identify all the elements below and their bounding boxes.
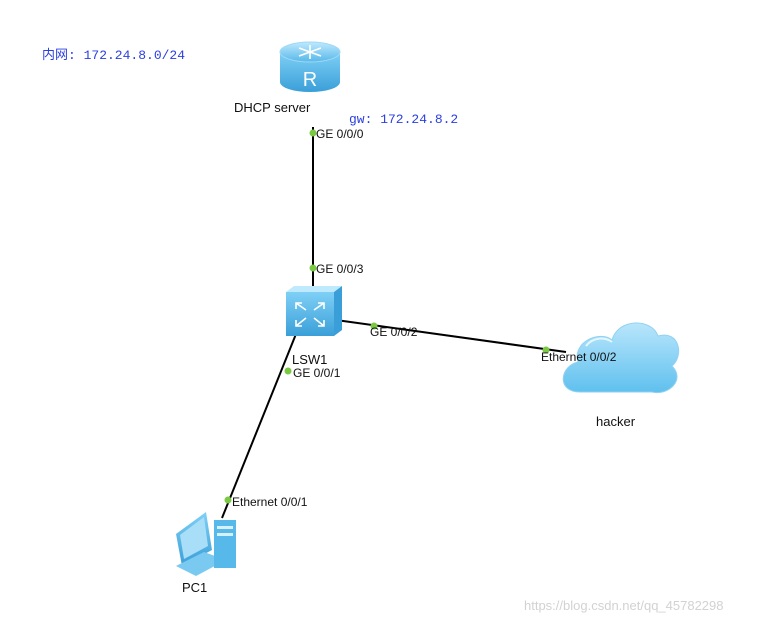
cloud-label: hacker bbox=[596, 414, 636, 429]
port-label-switch-ge003: GE 0/0/3 bbox=[316, 262, 364, 276]
router-label: DHCP server bbox=[234, 100, 311, 115]
cloud-icon[interactable] bbox=[562, 322, 680, 394]
port-dot-pc-eth001 bbox=[224, 496, 232, 504]
link-switch-pc[interactable] bbox=[221, 333, 297, 519]
port-label-switch-ge001: GE 0/0/1 bbox=[293, 366, 341, 380]
port-dot-switch-ge001 bbox=[284, 367, 292, 375]
port-label-pc-eth001: Ethernet 0/0/1 bbox=[232, 495, 308, 509]
port-label-router-ge000: GE 0/0/0 bbox=[316, 127, 364, 141]
router-icon[interactable]: R bbox=[279, 41, 341, 92]
port-dot-switch-ge003 bbox=[309, 264, 317, 272]
router-badge: R bbox=[303, 69, 317, 91]
port-dot-router-ge000 bbox=[309, 129, 317, 137]
pc-icon[interactable] bbox=[176, 512, 236, 576]
watermark: https://blog.csdn.net/qq_45782298 bbox=[524, 598, 724, 613]
port-dot-cloud-eth002 bbox=[542, 346, 550, 354]
switch-icon[interactable] bbox=[286, 286, 342, 336]
subnet-annotation: 内网: 172.24.8.0/24 bbox=[42, 48, 186, 63]
port-dot-switch-ge002 bbox=[370, 322, 378, 330]
port-label-switch-ge002: GE 0/0/2 bbox=[370, 325, 418, 339]
gateway-annotation: gw: 172.24.8.2 bbox=[349, 112, 459, 127]
switch-label: LSW1 bbox=[292, 352, 328, 367]
port-label-cloud-eth002: Ethernet 0/0/2 bbox=[541, 350, 617, 364]
pc-label: PC1 bbox=[182, 580, 208, 595]
